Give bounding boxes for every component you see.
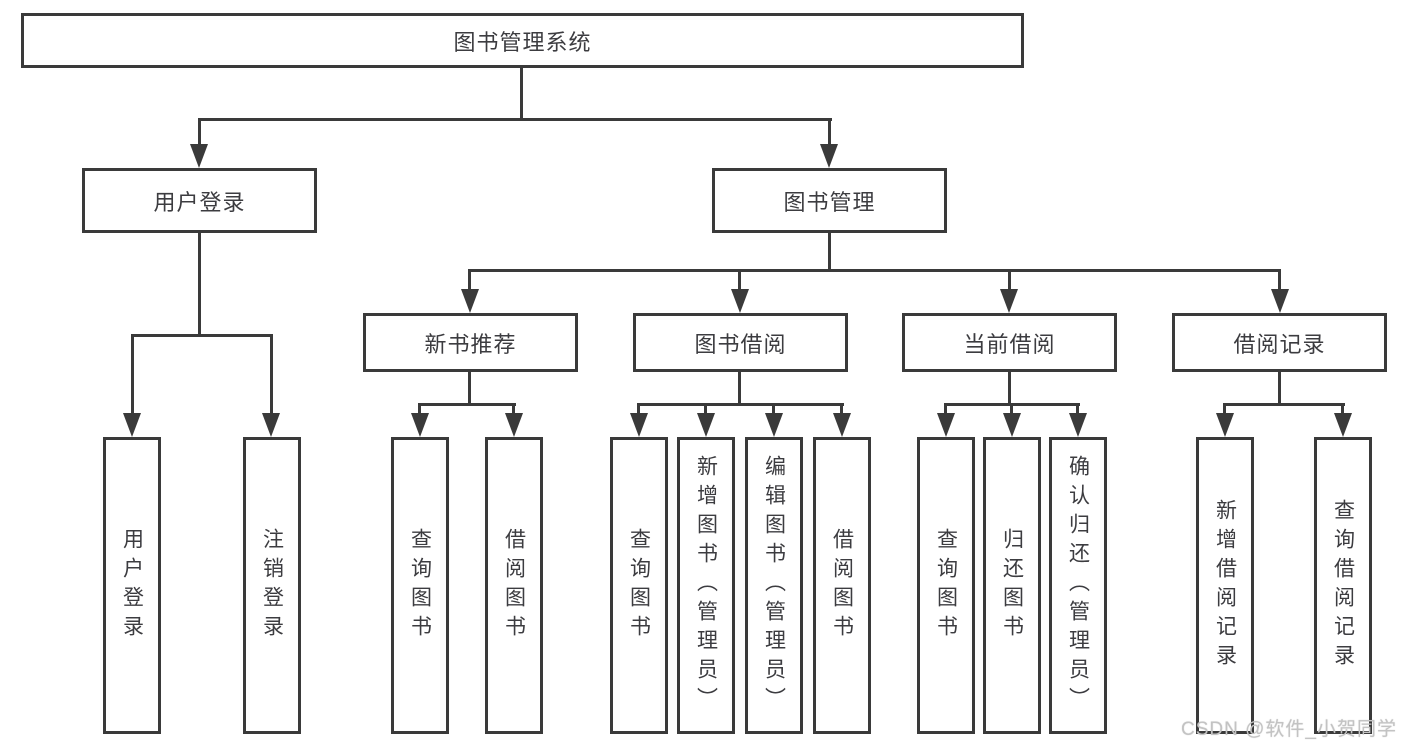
connector-group-split xyxy=(1223,403,1345,406)
leaf-query-books-2-label: 查询图书 xyxy=(627,527,651,644)
connector-leaf-shaft xyxy=(270,334,273,415)
leaf-query-books-1: 查询图书 xyxy=(391,437,449,734)
connector-leaf-shaft xyxy=(840,403,843,417)
connector-leaf-shaft xyxy=(131,334,134,415)
csdn-watermark: CSDN @软件_小贺同学 xyxy=(1181,719,1397,740)
leaf-return-books: 归还图书 xyxy=(983,437,1041,734)
arrowhead-down-icon xyxy=(461,289,479,313)
leaf-edit-books-admin: 编辑图书（管理员） xyxy=(745,437,803,734)
leaf-logout-label: 注销登录 xyxy=(260,527,284,644)
node-user-login-label: 用户登录 xyxy=(153,189,246,215)
leaf-confirm-return-admin-label: 确认归还（管理员） xyxy=(1066,455,1090,716)
connector-leaf-shaft xyxy=(418,403,421,417)
arrowhead-down-icon xyxy=(411,413,429,437)
leaf-query-books-2: 查询图书 xyxy=(610,437,668,734)
arrowhead-down-icon xyxy=(1216,413,1234,437)
leaf-borrow-books-1-label: 借阅图书 xyxy=(502,527,526,644)
arrowhead-down-icon xyxy=(937,413,955,437)
connector-leaf-shaft xyxy=(1076,403,1079,417)
connector-book-mgmt-shaft xyxy=(828,118,831,148)
connector-level3-shaft xyxy=(468,269,471,291)
leaf-query-books-3: 查询图书 xyxy=(917,437,975,734)
leaf-add-books-admin: 新增图书（管理员） xyxy=(677,437,735,734)
arrowhead-down-icon xyxy=(697,413,715,437)
leaf-edit-books-admin-label: 编辑图书（管理员） xyxy=(762,455,786,716)
connector-group-split xyxy=(418,403,516,406)
leaf-borrow-books-1: 借阅图书 xyxy=(485,437,543,734)
connector-leaf-shaft xyxy=(512,403,515,417)
connector-group-stem xyxy=(738,372,741,406)
leaf-user-login-label: 用户登录 xyxy=(120,527,144,644)
arrowhead-down-icon xyxy=(833,413,851,437)
node-book-borrowing-label: 图书借阅 xyxy=(694,331,787,357)
connector-user-login-stem xyxy=(198,233,201,336)
arrowhead-down-icon xyxy=(1003,413,1021,437)
connector-root-stem xyxy=(520,68,523,120)
arrowhead-down-icon xyxy=(1000,289,1018,313)
connector-user-login-split xyxy=(131,334,273,337)
leaf-user-login: 用户登录 xyxy=(103,437,161,734)
node-book-management-label: 图书管理 xyxy=(783,189,876,215)
leaf-add-borrow-record: 新增借阅记录 xyxy=(1196,437,1254,734)
node-new-book-recommend-label: 新书推荐 xyxy=(424,331,517,357)
node-borrowing-records: 借阅记录 xyxy=(1172,313,1387,372)
connector-leaf-shaft xyxy=(1010,403,1013,417)
leaf-borrow-books-2: 借阅图书 xyxy=(813,437,871,734)
node-root: 图书管理系统 xyxy=(21,13,1024,68)
leaf-confirm-return-admin: 确认归还（管理员） xyxy=(1049,437,1107,734)
connector-user-login-shaft xyxy=(198,118,201,148)
connector-leaf-shaft xyxy=(1341,403,1344,417)
connector-leaf-shaft xyxy=(944,403,947,417)
connector-group-stem xyxy=(1008,372,1011,406)
connector-leaf-shaft xyxy=(637,403,640,417)
connector-leaf-shaft xyxy=(704,403,707,417)
connector-level3-shaft xyxy=(1278,269,1281,291)
connector-group-stem xyxy=(1278,372,1281,406)
node-user-login: 用户登录 xyxy=(82,168,317,233)
leaf-borrow-books-2-label: 借阅图书 xyxy=(830,527,854,644)
leaf-query-books-3-label: 查询图书 xyxy=(934,527,958,644)
connector-level3-shaft xyxy=(1008,269,1011,291)
arrowhead-down-icon xyxy=(262,413,280,437)
connector-group-split xyxy=(637,403,844,406)
leaf-logout: 注销登录 xyxy=(243,437,301,734)
node-book-management: 图书管理 xyxy=(712,168,947,233)
connector-leaf-shaft xyxy=(772,403,775,417)
leaf-add-books-admin-label: 新增图书（管理员） xyxy=(694,455,718,716)
connector-book-mgmt-stem xyxy=(828,233,831,272)
node-current-borrowing-label: 当前借阅 xyxy=(963,331,1056,357)
arrowhead-down-icon xyxy=(765,413,783,437)
node-current-borrowing: 当前借阅 xyxy=(902,313,1117,372)
leaf-query-borrow-record-label: 查询借阅记录 xyxy=(1331,498,1355,673)
arrowhead-down-icon xyxy=(731,289,749,313)
arrowhead-down-icon xyxy=(1334,413,1352,437)
arrowhead-down-icon xyxy=(1069,413,1087,437)
leaf-return-books-label: 归还图书 xyxy=(1000,527,1024,644)
connector-book-mgmt-split xyxy=(468,269,1281,272)
leaf-query-books-1-label: 查询图书 xyxy=(408,527,432,644)
connector-leaf-shaft xyxy=(1223,403,1226,417)
arrowhead-down-icon xyxy=(1271,289,1289,313)
leaf-add-borrow-record-label: 新增借阅记录 xyxy=(1213,498,1237,673)
connector-level3-shaft xyxy=(738,269,741,291)
arrowhead-down-icon xyxy=(820,144,838,168)
connector-root-split xyxy=(198,118,832,121)
arrowhead-down-icon xyxy=(630,413,648,437)
arrowhead-down-icon xyxy=(190,144,208,168)
node-book-borrowing: 图书借阅 xyxy=(633,313,848,372)
arrowhead-down-icon xyxy=(505,413,523,437)
leaf-query-borrow-record: 查询借阅记录 xyxy=(1314,437,1372,734)
node-new-book-recommend: 新书推荐 xyxy=(363,313,578,372)
arrowhead-down-icon xyxy=(123,413,141,437)
connector-group-stem xyxy=(468,372,471,406)
node-root-label: 图书管理系统 xyxy=(453,29,592,55)
node-borrowing-records-label: 借阅记录 xyxy=(1233,331,1326,357)
